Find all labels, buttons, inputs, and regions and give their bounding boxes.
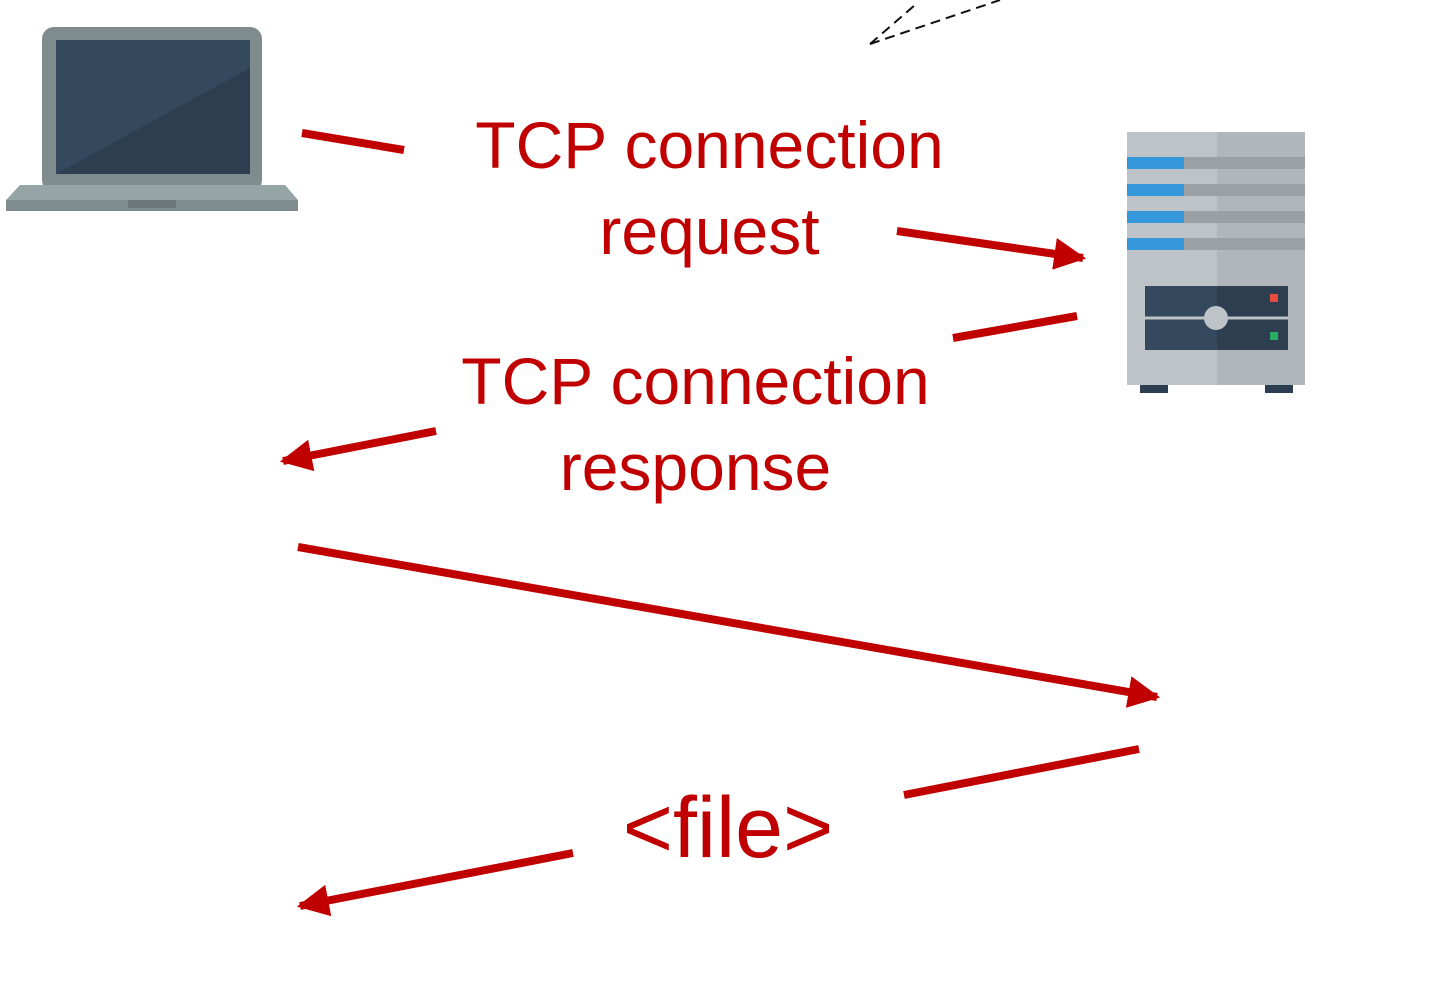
response-label-line2: response [559,430,832,504]
laptop-icon [6,27,298,211]
request-label-line1: TCP connection [475,108,944,182]
response-label: TCP connection response [418,348,973,520]
response-arrow-head [279,427,437,472]
file-label: <file> [622,780,834,876]
request-arrow-start [301,129,405,154]
request-arrow-head [896,227,1087,270]
response-label-line1: TCP connection [461,344,930,418]
file-request-arrow [297,543,1161,708]
file-arrow-start [903,745,1140,799]
request-label: TCP connection request [432,112,987,284]
dashed-pointer-line [869,0,1001,45]
file-arrow-head [296,849,574,917]
request-label-line2: request [599,194,820,268]
response-arrow-start [952,312,1078,342]
server-icon [1127,132,1305,393]
